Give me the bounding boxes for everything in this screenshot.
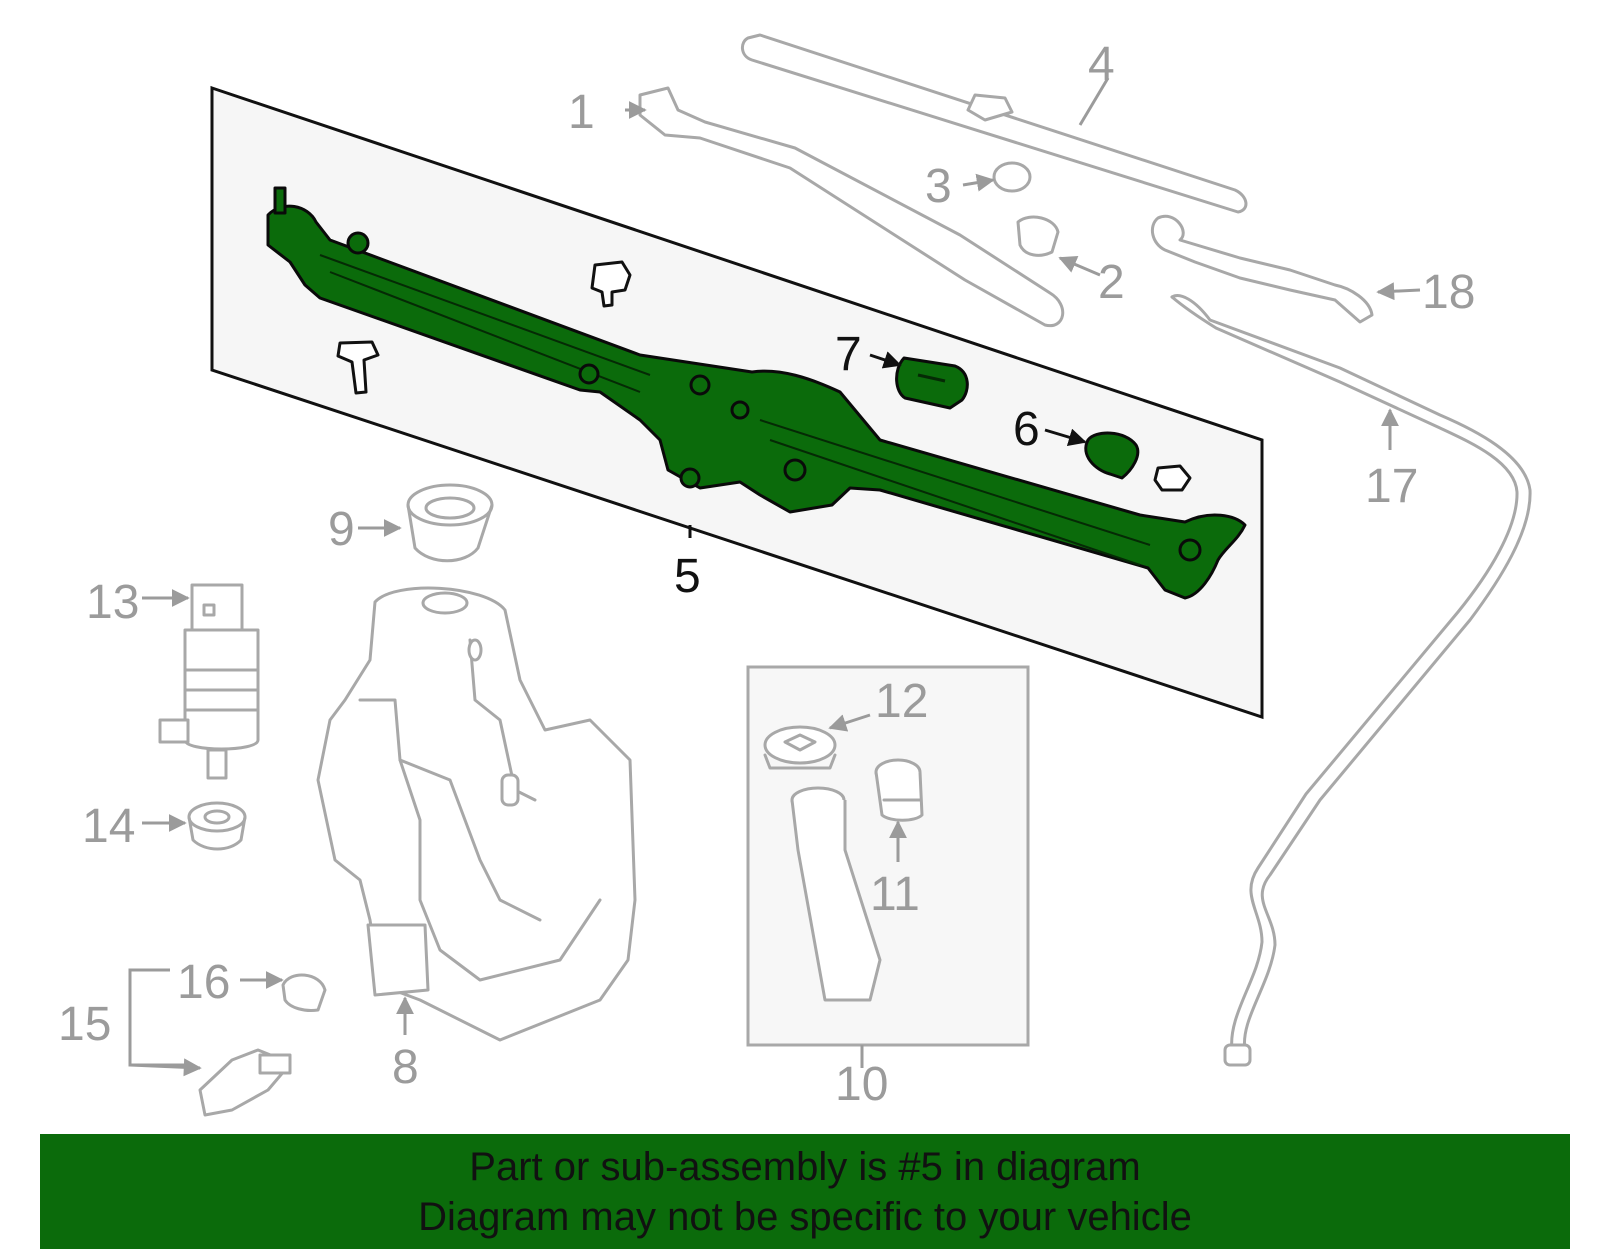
cap-part-3: [992, 161, 1032, 193]
washer-pump-part-13: [158, 583, 260, 780]
cap-part-11: [874, 758, 924, 822]
callout-17: 17: [1365, 460, 1418, 513]
callout-5: 5: [674, 550, 701, 603]
wiper-arm-part-1: [638, 86, 1065, 328]
callout-10: 10: [835, 1058, 888, 1111]
washer-hose-part-17: [1170, 294, 1532, 1052]
callout-7: 7: [835, 328, 862, 381]
nut-small: [1153, 464, 1192, 492]
info-banner: Part or sub-assembly is #5 in diagram Di…: [40, 1134, 1570, 1249]
cap-part-2: [1016, 215, 1060, 257]
callout-13: 13: [86, 576, 139, 629]
callout-14: 14: [82, 800, 135, 853]
grommet-part-7: [895, 356, 969, 410]
washer-reservoir-part-8: [316, 586, 637, 1042]
callout-1: 1: [568, 86, 595, 139]
hose-end: [1223, 1043, 1252, 1067]
bolt-upper: [590, 260, 632, 308]
callout-16: 16: [177, 956, 230, 1009]
callout-18: 18: [1422, 266, 1475, 319]
banner-line-disclaimer: Diagram may not be specific to your vehi…: [418, 1195, 1192, 1239]
grommet-part-16: [281, 973, 327, 1012]
nut-part-6: [1084, 431, 1140, 480]
wiper-blade-part-4: [741, 33, 1248, 214]
callout-12: 12: [875, 675, 928, 728]
callout-15: 15: [58, 998, 111, 1051]
callout-6: 6: [1013, 403, 1040, 456]
nozzle-part-18: [1150, 214, 1374, 324]
wiper-linkage-part-5: [266, 186, 1247, 600]
callout-2: 2: [1098, 256, 1125, 309]
callout-3: 3: [925, 160, 952, 213]
bolt-lower-left: [336, 340, 380, 395]
cap-part-12: [763, 725, 837, 770]
banner-line-part-number: Part or sub-assembly is #5 in diagram: [469, 1145, 1141, 1189]
grommet-part-14: [187, 801, 247, 851]
filler-neck-part-10: [790, 786, 882, 1002]
callout-4: 4: [1088, 38, 1115, 91]
callout-11: 11: [870, 868, 920, 921]
filler-cap-part-9: [406, 483, 494, 563]
washer-hose-part-17-inner: [1170, 295, 1519, 1052]
callout-8: 8: [392, 1041, 419, 1094]
callout-9: 9: [328, 503, 355, 556]
level-sensor-part-15: [198, 1048, 292, 1117]
